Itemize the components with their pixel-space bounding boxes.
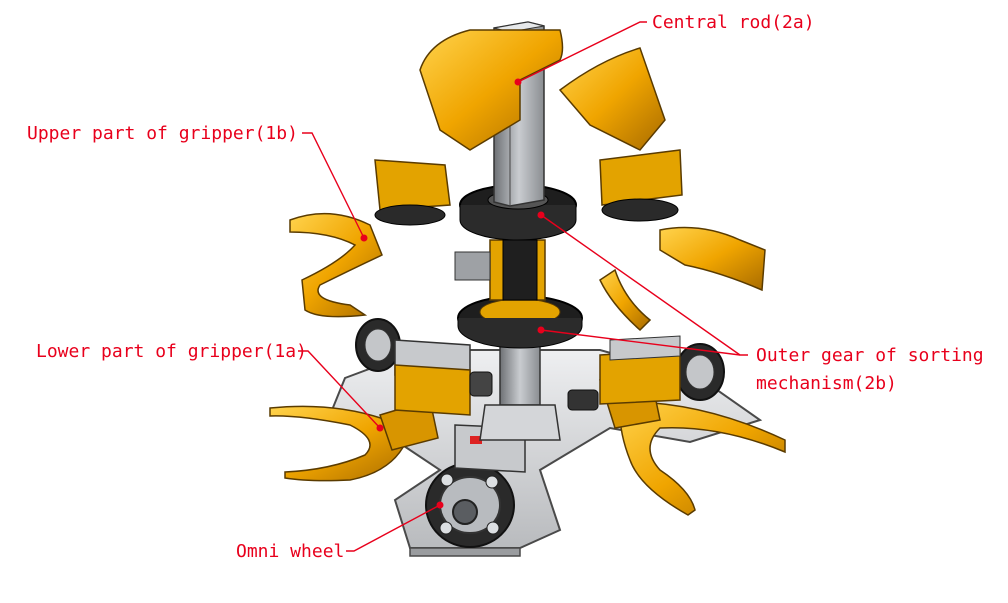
drive-module-left: [394, 339, 493, 416]
omni-wheel-right: [675, 343, 725, 401]
lower-gripper-left: [269, 399, 439, 482]
upper-gripper-left: [289, 159, 451, 318]
leader-central-rod: [517, 21, 647, 83]
omni-wheel-front: [425, 462, 515, 548]
label-outer-gear-line1: Outer gear of sorting: [756, 345, 984, 366]
callout-lines: [298, 21, 748, 552]
label-outer-gear-line2: mechanism(2b): [756, 373, 897, 394]
drive-module-right: [567, 335, 681, 411]
omni-wheel-left: [355, 318, 401, 372]
sorting-motor: [454, 239, 546, 301]
label-central-rod: Central rod(2a): [652, 12, 815, 33]
label-omni-wheel: Omni wheel: [236, 541, 344, 562]
label-upper-gripper: Upper part of gripper(1b): [27, 123, 298, 144]
leader-outer-gear-lower: [540, 329, 741, 356]
column-lower: [479, 339, 561, 441]
leader-omni-wheel: [346, 504, 441, 552]
leader-lower-gripper: [298, 350, 381, 429]
callout-dots: [360, 78, 545, 509]
upper-gripper-top: [419, 29, 666, 151]
leader-upper-gripper: [302, 132, 365, 239]
outer-gear-lower: [457, 295, 583, 349]
upper-gripper-right: [599, 149, 766, 332]
label-lower-gripper: Lower part of gripper(1a): [36, 341, 307, 362]
